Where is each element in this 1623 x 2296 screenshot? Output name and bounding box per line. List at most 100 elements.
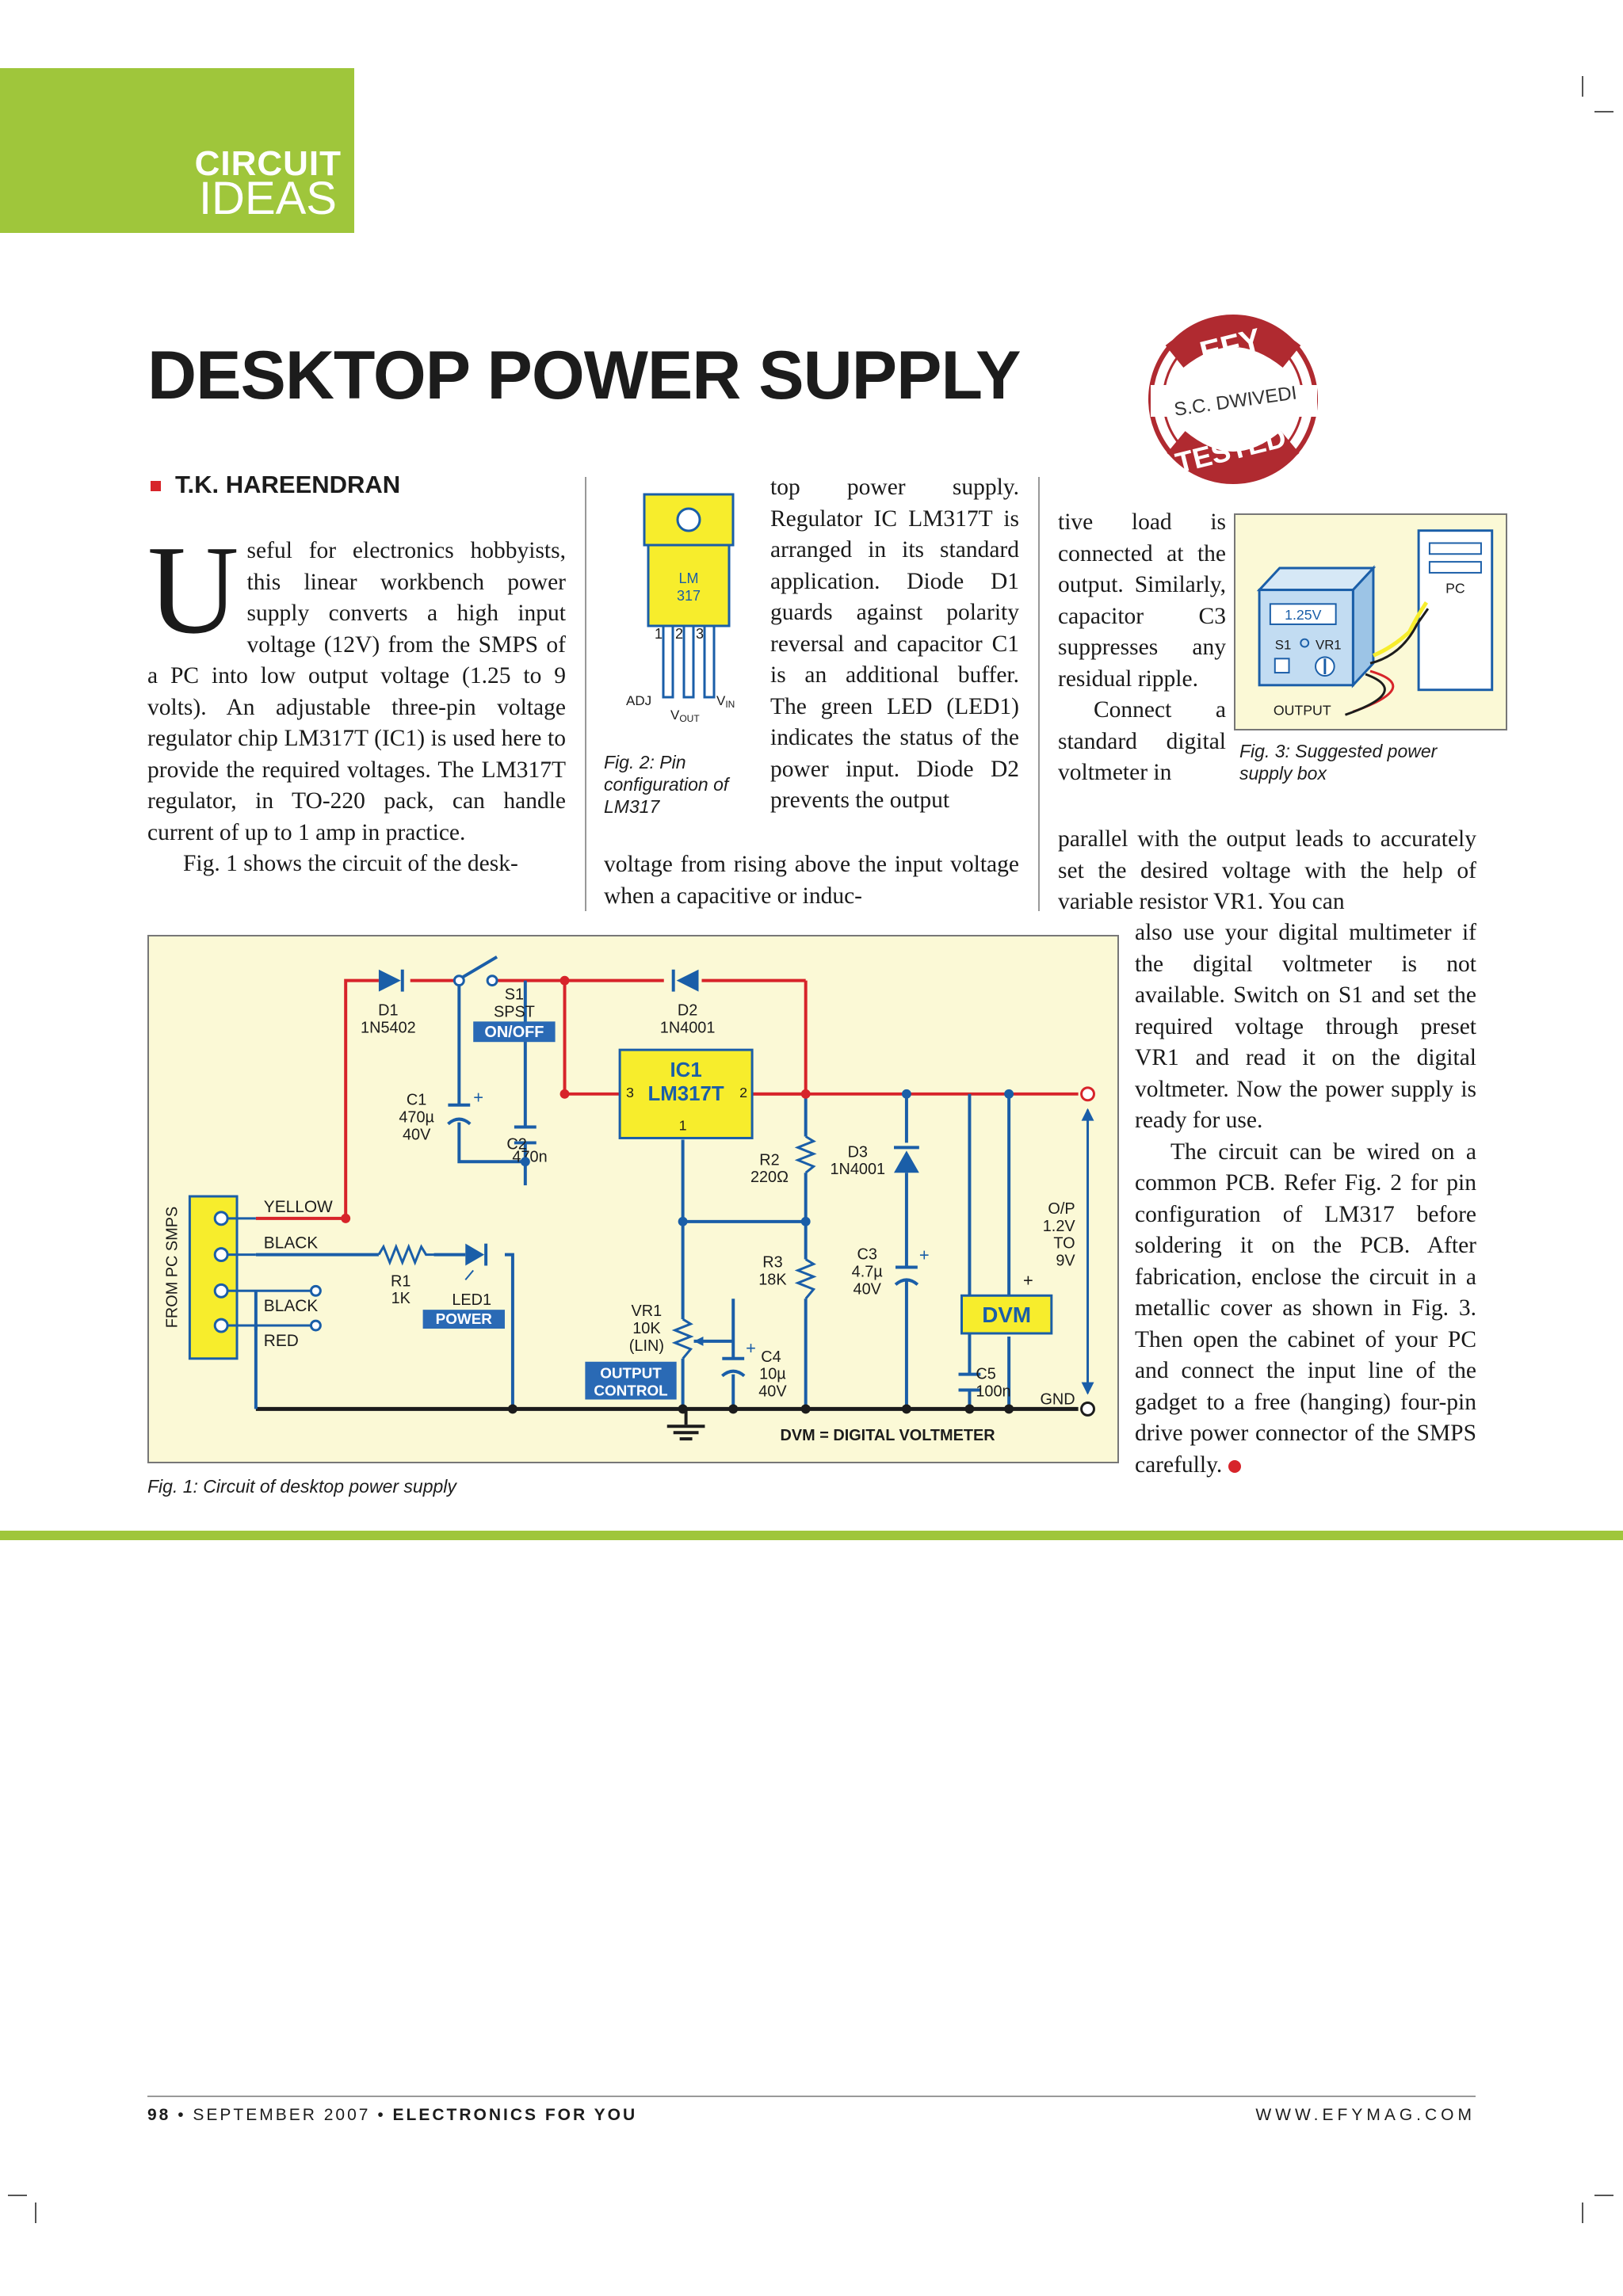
column-3-wide: parallel with the output leads to accura…	[1058, 824, 1476, 918]
fig1-yellow: YELLOW	[264, 1198, 333, 1216]
fig1-op2: 1.2V	[1043, 1218, 1076, 1235]
fig1-dvm-plus: +	[1023, 1270, 1033, 1290]
col1-paragraph-1: seful for electronics hobbyists, this li…	[147, 538, 566, 845]
fig1-output-control-1: OUTPUT	[600, 1366, 662, 1383]
fig1-d2: D2	[678, 1001, 697, 1019]
fig1-r2: R2	[759, 1151, 779, 1169]
col3-paragraph-wide: parallel with the output leads to accura…	[1058, 826, 1476, 914]
fig1-vr1-val1: 10K	[632, 1320, 661, 1337]
fig1-d3: D3	[848, 1143, 868, 1161]
fig1-vr1: VR1	[632, 1302, 663, 1320]
fig1-circuit-schematic: FROM PC SMPS YELLOW BLACK BLACK RED D1 1…	[147, 935, 1119, 1463]
author-name: T.K. HAREENDRAN	[175, 471, 401, 498]
fig2-chip-label-1: LM	[678, 570, 698, 586]
fig1-r3-val: 18K	[758, 1271, 787, 1288]
fig3-vr1: VR1	[1316, 637, 1342, 652]
fig1-d2-val: 1N4001	[660, 1019, 716, 1036]
fig1-d1-val: 1N5402	[361, 1019, 416, 1036]
fig1-d3-val: 1N4001	[830, 1161, 885, 1178]
fig1-c4-val2: 40V	[758, 1383, 787, 1400]
fig1-black1: BLACK	[264, 1234, 318, 1253]
col3-paragraph-lower-2: The circuit can be wired on a common PCB…	[1135, 1138, 1476, 1478]
fig1-dvm-note: DVM = DIGITAL VOLTMETER	[781, 1427, 995, 1444]
fig1-c1-val1: 470µ	[399, 1109, 434, 1127]
author-byline: T.K. HAREENDRAN	[151, 471, 400, 499]
col3-paragraph-lower-1: also use your digital multimeter if the …	[1135, 920, 1476, 1133]
fig1-c4-val1: 10µ	[759, 1366, 786, 1383]
svg-text:+: +	[473, 1088, 483, 1108]
footer-left: 98 • SEPTEMBER 2007 • ELECTRONICS FOR YO…	[147, 2106, 638, 2124]
fig3-box-diagram: PC 1.25V S1 VR1 OUTPUT	[1234, 513, 1507, 730]
section-label-ideas: IDEAS	[198, 173, 337, 224]
fig1-gnd: GND	[1040, 1390, 1075, 1408]
fig1-dvm: DVM	[982, 1302, 1031, 1327]
fig1-ic1: IC1	[670, 1059, 701, 1081]
fig1-output-control-2: CONTROL	[594, 1383, 667, 1400]
fig1-power-tag: POWER	[436, 1311, 493, 1328]
fig1-c5-val: 100n	[976, 1383, 1010, 1400]
fig1-smps-label: FROM PC SMPS	[163, 1207, 181, 1329]
fig1-s1-type: SPST	[494, 1003, 535, 1020]
fig3-pc-label: PC	[1445, 581, 1465, 597]
fig1-c2-val: 470n	[512, 1148, 547, 1165]
fig1-c1-val2: 40V	[403, 1126, 431, 1143]
fig1-c4: C4	[761, 1348, 781, 1366]
fig1-c3: C3	[857, 1246, 877, 1264]
drop-cap: U	[147, 519, 239, 660]
fig1-black2: BLACK	[264, 1297, 318, 1315]
footer-rule	[147, 2096, 1476, 2097]
fig1-op1: O/P	[1048, 1200, 1075, 1218]
fig2-chip-label-2: 317	[677, 588, 701, 604]
fig2-caption: Fig. 2: Pin configuration of LM317	[604, 752, 729, 817]
fig1-caption: Fig. 1: Circuit of desktop power supply	[147, 1476, 456, 1497]
section-tab: CIRCUIT IDEAS	[0, 68, 354, 233]
fig1-ic-pin2: 2	[739, 1085, 747, 1100]
fig2-vin: VIN	[716, 693, 735, 710]
fig2-pin2: 2	[675, 626, 683, 642]
fig1-ic-pin3: 3	[626, 1085, 634, 1100]
fig3-s1: S1	[1275, 637, 1292, 652]
bullet-square-icon	[151, 481, 161, 492]
fig1-red: RED	[264, 1332, 299, 1350]
fig1-ic-pin1: 1	[679, 1118, 687, 1134]
fig1-r1: R1	[391, 1272, 411, 1290]
fig1-r1-val: 1K	[391, 1290, 411, 1307]
fig1-c5: C5	[976, 1366, 995, 1383]
svg-text:+: +	[919, 1245, 930, 1265]
fig1-r3: R3	[762, 1253, 782, 1271]
fig1-op3: TO	[1053, 1235, 1075, 1253]
column-2-top: top power supply. Regulator IC LM317T is…	[770, 472, 1019, 817]
fig1-led1: LED1	[452, 1291, 491, 1309]
section-label-circuit: CIRCUIT	[194, 144, 342, 183]
fig1-c2: C2	[506, 1135, 526, 1153]
fig3-display: 1.25V	[1285, 607, 1321, 623]
col1-paragraph-2: Fig. 1 shows the circuit of the desk-	[183, 851, 518, 876]
column-3-top: tive load is connected at the output. Si…	[1058, 507, 1226, 789]
fig2-pin-diagram: LM 317 1 2 3 ADJ VOUT VIN	[626, 493, 735, 724]
fig1-r2-val: 220Ω	[750, 1169, 789, 1186]
fig2-adj: ADJ	[626, 693, 651, 708]
fig1-d1: D1	[378, 1001, 398, 1019]
fig1-c3-val2: 40V	[854, 1280, 882, 1298]
fig3-output: OUTPUT	[1274, 702, 1331, 718]
fig1-s1-tag: ON/OFF	[484, 1024, 544, 1041]
col2-paragraph-bottom: voltage from rising above the input volt…	[604, 852, 1019, 909]
col2-paragraph-top: top power supply. Regulator IC LM317T is…	[770, 475, 1019, 813]
column-2-bottom: voltage from rising above the input volt…	[604, 849, 1019, 912]
efy-tested-stamp: EFY S.C. DWIVEDI TESTED	[1148, 315, 1318, 484]
fig1-vr1-val2: (LIN)	[629, 1337, 664, 1355]
end-mark-icon	[1228, 1459, 1242, 1473]
fig2-pin3: 3	[696, 626, 704, 642]
col3-paragraph-1: tive load is connected at the output. Si…	[1058, 509, 1226, 692]
fig2-pin1: 1	[655, 626, 663, 642]
footer-issue: SEPTEMBER 2007	[193, 2106, 371, 2124]
divider-bar	[0, 1531, 1623, 1540]
fig2-vout: VOUT	[670, 707, 700, 724]
svg-text:+: +	[746, 1338, 756, 1358]
column-3-lower: also use your digital multimeter if the …	[1135, 917, 1476, 1481]
col3-paragraph-2: Connect a standard digital voltmeter in	[1058, 697, 1226, 785]
footer-url: WWW.EFYMAG.COM	[1255, 2106, 1476, 2124]
fig1-s1: S1	[505, 986, 524, 1004]
footer-page: 98	[147, 2106, 171, 2124]
